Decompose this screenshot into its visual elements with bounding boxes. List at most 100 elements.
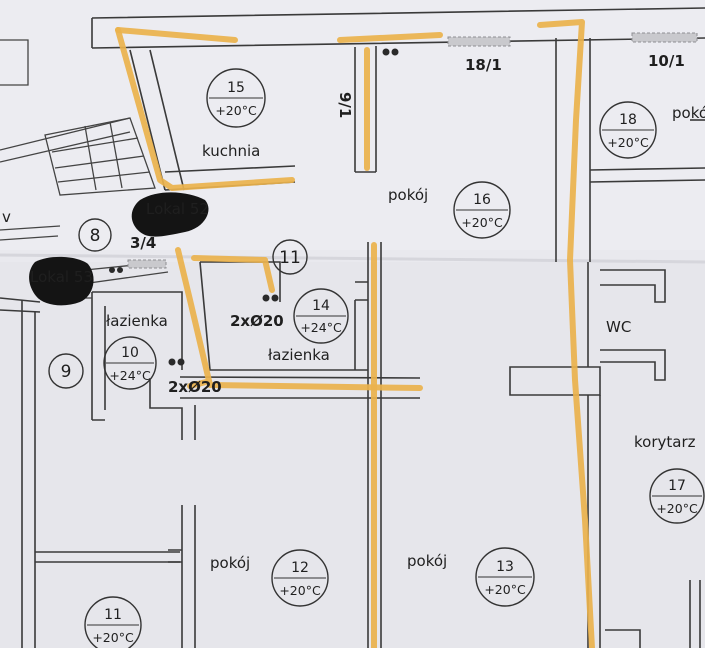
room-temperature: +20°C	[92, 630, 134, 645]
room-temperature: +20°C	[279, 583, 321, 598]
paper-crease	[0, 253, 705, 264]
wall-right-bottom	[689, 580, 701, 648]
heating-pipes	[115, 19, 595, 648]
room-name-wc: WC	[606, 318, 631, 336]
room-name-room-top-right: pokó	[672, 104, 705, 122]
wall-18-10	[555, 38, 591, 262]
stair-box-top	[0, 39, 29, 86]
valve-dot	[262, 294, 270, 302]
room-temperature: +24°C	[300, 320, 342, 335]
room-name-room-bottom-left: pokój	[210, 554, 250, 572]
pipe-main-riser	[537, 19, 595, 648]
room-name-room-bottom-mid: pokój	[407, 552, 447, 570]
room-circle	[599, 101, 657, 159]
wall-left-mid	[0, 297, 41, 313]
redaction-left	[29, 256, 94, 306]
room-circle-15: 15 +20°C	[206, 68, 266, 128]
room-temperature: +20°C	[484, 582, 526, 597]
valve-dot	[177, 358, 185, 366]
wall-bath-10	[91, 291, 183, 421]
room-number: 15	[227, 80, 245, 96]
redaction-top	[131, 192, 209, 237]
room-temperature: +20°C	[215, 103, 257, 118]
room-circle-14: 14 +24°C	[293, 288, 349, 344]
wall-wc-top	[600, 269, 666, 303]
valve-dot	[117, 267, 123, 273]
wall-bath-10-door	[149, 380, 196, 440]
marker-circle	[78, 218, 112, 252]
room-circle-12: 12 +20°C	[271, 549, 329, 607]
marker-11: 11	[272, 239, 308, 275]
wall-corridor-bottom	[605, 629, 641, 648]
room-circle	[475, 547, 535, 607]
stair-landing	[0, 225, 61, 241]
room-temperature: +24°C	[109, 368, 151, 383]
marker-circle	[272, 239, 308, 275]
room-name-room-top: pokój	[388, 186, 428, 204]
stair-steps	[51, 137, 151, 183]
room-name-bath-mid: łazienka	[268, 346, 330, 364]
marker-number: 9	[61, 362, 72, 382]
pipe-kitchen	[115, 27, 295, 191]
valve-dot	[391, 48, 399, 56]
room-circle-11: 11 +20°C	[84, 596, 142, 648]
wall-left-vertical	[21, 300, 36, 648]
room-number: 17	[668, 478, 686, 494]
marker-circle	[48, 353, 84, 389]
door-marks	[127, 32, 698, 269]
pipe-bath-10-stub	[187, 379, 209, 389]
room-circle	[84, 596, 142, 648]
unit-label-18-1: 18/1	[465, 56, 502, 74]
stair-frame	[44, 117, 156, 196]
valve-dot	[271, 294, 279, 302]
unit-label-3-4: 3/4	[130, 234, 156, 252]
redactions	[29, 192, 209, 306]
stair-rail	[0, 117, 131, 163]
unit-label-9-1: 9/1	[336, 92, 354, 118]
marker-number: 8	[90, 226, 101, 246]
room-temperature: +20°C	[461, 215, 503, 230]
room-circle-10: 10 +24°C	[103, 336, 157, 390]
marker-9: 9	[48, 353, 84, 389]
stair-stringers	[84, 121, 123, 191]
edge-letter-v: v	[2, 208, 11, 226]
room-circle-16: 16 +20°C	[453, 181, 511, 239]
room-temperature: +20°C	[607, 135, 649, 150]
room-circle	[293, 288, 349, 344]
pipe-top-mid	[337, 32, 443, 43]
wall-wc-bottom	[600, 349, 666, 381]
pipe-top-left	[115, 27, 238, 43]
room-temperature: +20°C	[656, 501, 698, 516]
room-name-corridor: korytarz	[634, 433, 696, 451]
room-number: 13	[496, 559, 514, 575]
door-mark-18	[447, 36, 511, 47]
wall-kitchen-right	[354, 46, 377, 173]
room-circle-17: 17 +20°C	[649, 468, 705, 524]
wall-central	[367, 242, 382, 648]
pipe-bath-14-top	[191, 255, 275, 293]
valve-dot	[382, 48, 390, 56]
room-name-bath-left: łazienka	[106, 312, 168, 330]
wall-bath-14	[199, 261, 368, 371]
room-circle	[453, 181, 511, 239]
room-circle	[206, 68, 266, 128]
pipe-bath-14	[175, 247, 423, 391]
room-circle	[103, 336, 157, 390]
valve-dot	[168, 358, 176, 366]
walls	[0, 7, 705, 648]
room-name-kitchen: kuchnia	[202, 142, 260, 160]
wall-18-room-bottom	[589, 167, 705, 183]
valve-dots	[109, 48, 399, 366]
room-circle-13: 13 +20°C	[475, 547, 535, 607]
pipe-label-bath-10: 2xØ20	[168, 378, 222, 396]
room-number: 18	[619, 112, 637, 128]
wall-bath-14-right	[354, 281, 368, 370]
marker-number: 11	[279, 248, 301, 268]
wall-bottom-left-stub	[168, 549, 182, 563]
wall-bath-bottom	[179, 376, 421, 399]
pipe-label-bath-14: 2xØ20	[230, 312, 284, 330]
redacted-label-top: Lokal 52	[146, 200, 209, 218]
valve-dot	[109, 267, 115, 273]
unit-label-10-1: 10/1	[648, 52, 685, 70]
